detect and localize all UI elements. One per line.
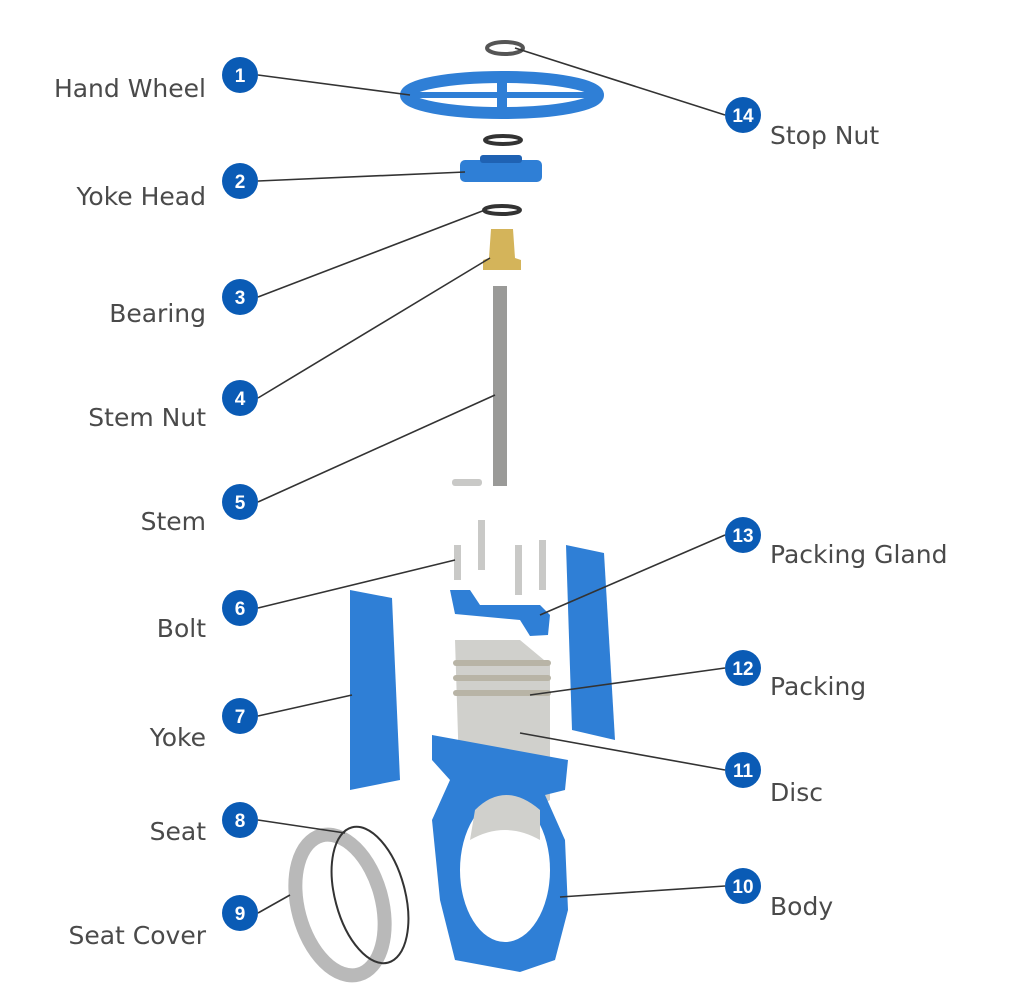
callout-stem: Stem 5 xyxy=(141,484,258,536)
packing-gland-part xyxy=(450,590,550,636)
body-part xyxy=(432,735,568,972)
badge-11 xyxy=(725,752,761,788)
label-stem: Stem xyxy=(141,507,206,536)
badge-3 xyxy=(222,279,258,315)
label-seat: Seat xyxy=(150,817,207,846)
badge-number: 4 xyxy=(235,389,246,410)
label-yoke: Yoke xyxy=(149,723,206,752)
badge-4 xyxy=(222,380,258,416)
callout-disc: 11 Disc xyxy=(725,752,823,807)
label-hand-wheel: Hand Wheel xyxy=(54,74,206,103)
badge-number: 2 xyxy=(235,172,246,193)
label-bolt: Bolt xyxy=(157,614,206,643)
label-stop-nut: Stop Nut xyxy=(770,121,879,150)
callout-yoke: Yoke 7 xyxy=(149,698,258,752)
callout-seat-cover: Seat Cover 9 xyxy=(68,895,258,950)
badge-number: 14 xyxy=(732,106,754,127)
badge-number: 7 xyxy=(235,707,246,728)
badge-number: 13 xyxy=(732,526,753,547)
badge-number: 8 xyxy=(235,811,246,832)
badge-14 xyxy=(725,97,761,133)
label-body: Body xyxy=(770,892,833,921)
badge-number: 9 xyxy=(235,904,246,925)
callout-hand-wheel: Hand Wheel 1 xyxy=(54,57,258,103)
stop-nut-part xyxy=(485,40,525,56)
yoke-left-part xyxy=(350,590,400,790)
label-yoke-head: Yoke Head xyxy=(75,182,206,211)
label-seat-cover: Seat Cover xyxy=(68,921,206,950)
callout-bolt: Bolt 6 xyxy=(157,590,258,643)
stem-part xyxy=(493,286,507,486)
hand-wheel-part xyxy=(400,71,604,119)
badge-number: 11 xyxy=(733,761,754,782)
badge-10 xyxy=(725,868,761,904)
badge-8 xyxy=(222,802,258,838)
label-bearing: Bearing xyxy=(109,299,206,328)
badge-number: 6 xyxy=(235,599,246,620)
badge-12 xyxy=(725,650,761,686)
callout-stem-nut: Stem Nut 4 xyxy=(88,380,258,432)
yoke-right-part xyxy=(566,545,615,740)
badge-number: 1 xyxy=(235,66,246,87)
badge-5 xyxy=(222,484,258,520)
callout-yoke-head: Yoke Head 2 xyxy=(75,163,258,211)
stem-nut-part xyxy=(483,229,521,270)
badge-6 xyxy=(222,590,258,626)
seat-part xyxy=(330,825,410,965)
badge-number: 3 xyxy=(235,288,246,309)
label-packing-gland: Packing Gland xyxy=(770,540,947,569)
badge-7 xyxy=(222,698,258,734)
label-stem-nut: Stem Nut xyxy=(88,403,206,432)
seat-cover-part xyxy=(288,827,392,983)
washer-part xyxy=(483,134,523,146)
badge-number: 12 xyxy=(732,659,753,680)
callout-stop-nut: 14 Stop Nut xyxy=(725,97,879,150)
badge-9 xyxy=(222,895,258,931)
badge-number: 10 xyxy=(732,877,753,898)
label-packing: Packing xyxy=(770,672,866,701)
badge-2 xyxy=(222,163,258,199)
callout-body: 10 Body xyxy=(725,868,833,921)
callout-packing: 12 Packing xyxy=(725,650,866,701)
badge-number: 5 xyxy=(235,493,246,514)
callout-bearing: Bearing 3 xyxy=(109,279,258,328)
badge-13 xyxy=(725,517,761,553)
callout-seat: Seat 8 xyxy=(150,802,258,846)
badge-1 xyxy=(222,57,258,93)
leader-lines xyxy=(257,47,726,914)
label-disc: Disc xyxy=(770,778,823,807)
yoke-head-part xyxy=(460,155,542,182)
bolts-part xyxy=(452,479,546,595)
callout-packing-gland: 13 Packing Gland xyxy=(725,517,947,569)
bearing-part xyxy=(482,204,522,216)
